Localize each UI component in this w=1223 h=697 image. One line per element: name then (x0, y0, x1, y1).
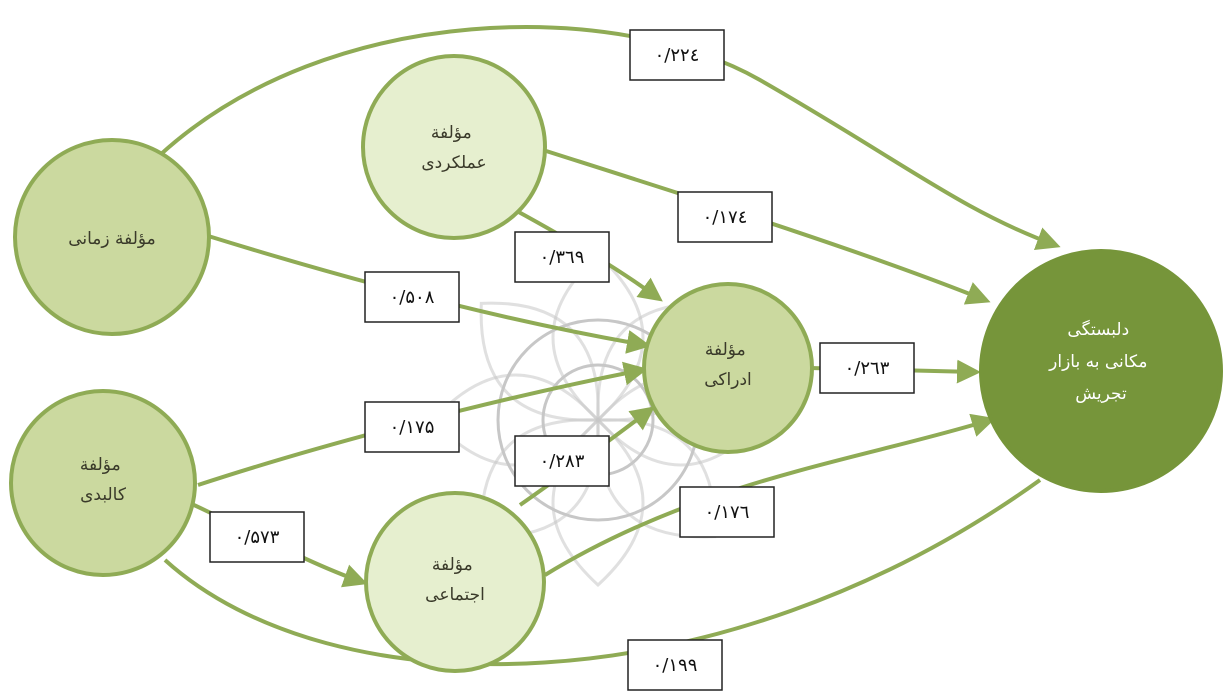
svg-text:مؤلفة ادراکی: مؤلفة ادراکی (704, 340, 752, 390)
node-social-line-2: اجتماعی (425, 585, 485, 605)
node-social: مؤلفة اجتماعی (364, 491, 546, 673)
label-physical-attachment: ۰/۱۹۹ (627, 639, 723, 691)
svg-text:مؤلفة اجتماعی: مؤلفة اجتماعی (425, 555, 485, 605)
node-perceptual: مؤلفة ادراکی (642, 282, 814, 454)
label-physical-attachment-text: ۰/۱۹۹ (653, 655, 698, 676)
node-perceptual-line-1: مؤلفة (705, 340, 746, 360)
node-functional-line-1: مؤلفة (431, 123, 472, 143)
svg-text:مؤلفة زمانی: مؤلفة زمانی (68, 229, 156, 249)
edge-temporal-attachment (158, 25, 1061, 251)
label-social-attachment-text: ۰/۱۷٦ (705, 502, 750, 523)
label-temporal-attachment: ۰/۲۲٤ (629, 29, 725, 81)
label-functional-attachment-text: ۰/۱۷٤ (703, 207, 748, 228)
label-physical-perceptual: ۰/۱۷۵ (364, 401, 460, 453)
label-social-attachment: ۰/۱۷٦ (679, 486, 775, 538)
node-attachment-line-3: تجریش (1075, 384, 1127, 404)
label-social-perceptual: ۰/۲۸۳ (514, 435, 610, 487)
label-physical-social-text: ۰/۵۷۳ (235, 527, 280, 548)
svg-text:مؤلفة عملکردی: مؤلفة عملکردی (421, 123, 486, 173)
label-social-perceptual-text: ۰/۲۸۳ (540, 451, 585, 472)
node-temporal-line-1: مؤلفة زمانی (68, 229, 156, 249)
node-physical: مؤلفة کالبدی (9, 389, 197, 577)
edge-functional-attachment (542, 148, 991, 305)
label-temporal-attachment-text: ۰/۲۲٤ (655, 45, 700, 66)
node-physical-line-1: مؤلفة (80, 455, 121, 475)
label-physical-social: ۰/۵۷۳ (209, 511, 305, 563)
node-physical-line-2: کالبدی (80, 485, 127, 505)
node-perceptual-line-2: ادراکی (704, 370, 752, 390)
node-attachment-line-2: مکانی به بازار (1048, 352, 1147, 372)
label-temporal-perceptual-text: ۰/۵۰۸ (390, 287, 435, 308)
edge-physical-attachment (163, 478, 1042, 667)
label-physical-perceptual-text: ۰/۱۷۵ (390, 417, 435, 438)
label-functional-attachment: ۰/۱۷٤ (677, 191, 773, 243)
label-temporal-perceptual: ۰/۵۰۸ (364, 271, 460, 323)
label-functional-perceptual: ۰/۳٦۹ (514, 231, 610, 283)
node-social-line-1: مؤلفة (432, 555, 473, 575)
nodes: مؤلفة زمانی مؤلفة عملکردی مؤلفة کالبدی م… (9, 54, 1223, 673)
node-attachment: دلبستگی مکانی به بازار تجریش (979, 249, 1223, 493)
svg-text:مؤلفة کالبدی: مؤلفة کالبدی (80, 455, 127, 505)
label-perceptual-attachment: ۰/۲٦۳ (819, 342, 915, 394)
node-attachment-line-1: دلبستگی (1067, 319, 1129, 340)
node-functional: مؤلفة عملکردی (361, 54, 547, 240)
label-perceptual-attachment-text: ۰/۲٦۳ (845, 358, 890, 379)
node-functional-line-2: عملکردی (421, 153, 486, 173)
edges (158, 25, 1061, 667)
label-functional-perceptual-text: ۰/۳٦۹ (540, 247, 585, 268)
edge-social-attachment (543, 413, 996, 577)
node-temporal: مؤلفة زمانی (13, 138, 211, 336)
coefficient-labels: ۰/۲۲٤ ۰/۱۷٤ ۰/۳٦۹ ۰/۵۰۸ ۰/۲٦۳ ۰/۱۷۵ ۰/۲۸… (209, 29, 915, 691)
svg-text:دلبستگی مکانی به بازار: دلبستگی مکانی به بازار تجریش (1048, 319, 1153, 404)
